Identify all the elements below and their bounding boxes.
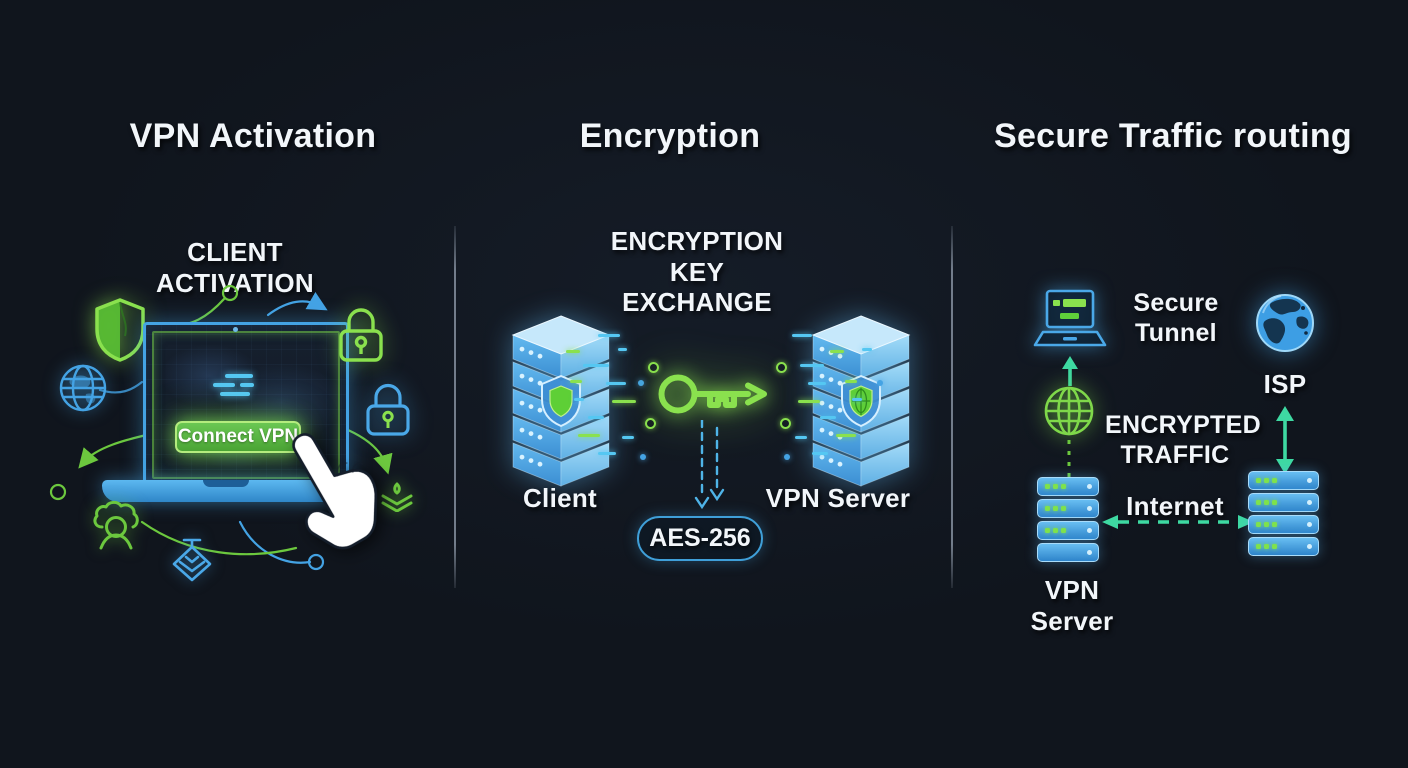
- led-dot: [1256, 522, 1261, 527]
- key-icon: [658, 374, 767, 414]
- secure-tunnel-label: Secure Tunnel: [1133, 289, 1219, 347]
- arrow-down-icon: [694, 420, 725, 510]
- drive-dot: [1307, 478, 1312, 483]
- server-row: [1248, 493, 1319, 512]
- server-stack-icon: [1037, 477, 1099, 565]
- drive-dot: [1087, 528, 1092, 533]
- led-dot: [1045, 484, 1050, 489]
- panel-title-secure-traffic-routing: Secure Traffic routing: [993, 117, 1352, 155]
- led-dot: [1053, 484, 1058, 489]
- drive-dot: [1087, 506, 1092, 511]
- connect-vpn-button[interactable]: Connect VPN: [175, 421, 301, 453]
- led-dot: [1264, 522, 1269, 527]
- led-dot: [1045, 506, 1050, 511]
- led-dot: [1272, 478, 1277, 483]
- led-dot: [1264, 500, 1269, 505]
- led-dot: [1256, 500, 1261, 505]
- dashed-connector: [1067, 440, 1071, 478]
- led-dot: [1256, 544, 1261, 549]
- client-activation-label: CLIENT ACTIVATION: [155, 237, 315, 298]
- led-dot: [1045, 528, 1050, 533]
- globe-icon: [1044, 386, 1094, 436]
- drive-dot: [1307, 522, 1312, 527]
- data-particle: [638, 380, 644, 386]
- panel-title-vpn-activation: VPN Activation: [129, 117, 377, 155]
- globe-icon: [59, 364, 107, 412]
- shield-globe-icon: [841, 375, 881, 427]
- server-stack-icon: [811, 315, 911, 487]
- server-row: [1037, 477, 1099, 496]
- arrow-vertical-double-icon: [1276, 406, 1294, 474]
- led-dot: [1272, 522, 1277, 527]
- led-dot: [1264, 544, 1269, 549]
- led-dot: [1061, 484, 1066, 489]
- laptop-icon: [1033, 289, 1107, 347]
- screen-text-line: [213, 383, 235, 387]
- webcam-dot: [233, 327, 238, 332]
- panel-title-encryption: Encryption: [579, 117, 761, 155]
- led-dot: [1256, 478, 1261, 483]
- screen-text-line: [220, 392, 250, 396]
- arrow-up-icon: [1062, 356, 1078, 386]
- screen-text-line: [225, 374, 253, 378]
- led-dot: [1053, 528, 1058, 533]
- server-row: [1248, 515, 1319, 534]
- shield-icon: [95, 298, 145, 362]
- chevron-down-icon: [381, 482, 413, 512]
- lock-icon: [366, 383, 410, 436]
- panel-divider: [951, 226, 953, 588]
- drive-dot: [1087, 550, 1092, 555]
- hand-cursor-icon: [292, 433, 378, 550]
- data-particle: [776, 362, 787, 373]
- data-particle: [640, 454, 646, 460]
- screen-text-line: [240, 383, 254, 387]
- server-row: [1037, 543, 1099, 562]
- arrow-horizontal-double-icon: [1102, 515, 1254, 529]
- encrypted-traffic-label: ENCRYPTED TRAFFIC: [1105, 411, 1261, 469]
- encryption-key-exchange-label: ENCRYPTION KEY EXCHANGE: [610, 226, 784, 318]
- data-particle: [618, 348, 627, 351]
- isp-label: ISP: [1263, 369, 1307, 399]
- vpn-server-label: VPN Server: [1030, 575, 1114, 636]
- drive-dot: [1307, 544, 1312, 549]
- client-label: Client: [522, 483, 598, 513]
- server-stack-icon: [511, 315, 611, 487]
- shield-icon: [541, 375, 581, 427]
- server-row: [1037, 499, 1099, 518]
- server-row: [1248, 537, 1319, 556]
- internet-label: Internet: [1126, 491, 1224, 521]
- led-dot: [1272, 544, 1277, 549]
- lock-icon: [339, 308, 383, 362]
- internet-globe-icon: [1256, 294, 1314, 352]
- led-dot: [1061, 528, 1066, 533]
- laptop-base: [102, 480, 350, 502]
- server-stack-icon: [1248, 471, 1319, 559]
- server-row: [1248, 471, 1319, 490]
- drive-dot: [1307, 500, 1312, 505]
- led-dot: [1272, 500, 1277, 505]
- vpn-server-label: VPN Server: [765, 483, 911, 513]
- data-particle: [622, 436, 634, 439]
- led-dot: [1264, 478, 1269, 483]
- server-stack-body: [512, 334, 610, 487]
- panel-divider: [454, 226, 456, 588]
- data-particle: [784, 454, 790, 460]
- led-dot: [1061, 506, 1066, 511]
- gear-user-icon: [93, 500, 139, 550]
- server-row: [1037, 521, 1099, 540]
- diamond-box-icon: [172, 538, 212, 582]
- aes-256-badge: AES-256: [637, 516, 763, 561]
- drive-dot: [1087, 484, 1092, 489]
- led-dot: [1053, 506, 1058, 511]
- data-particle: [780, 418, 791, 429]
